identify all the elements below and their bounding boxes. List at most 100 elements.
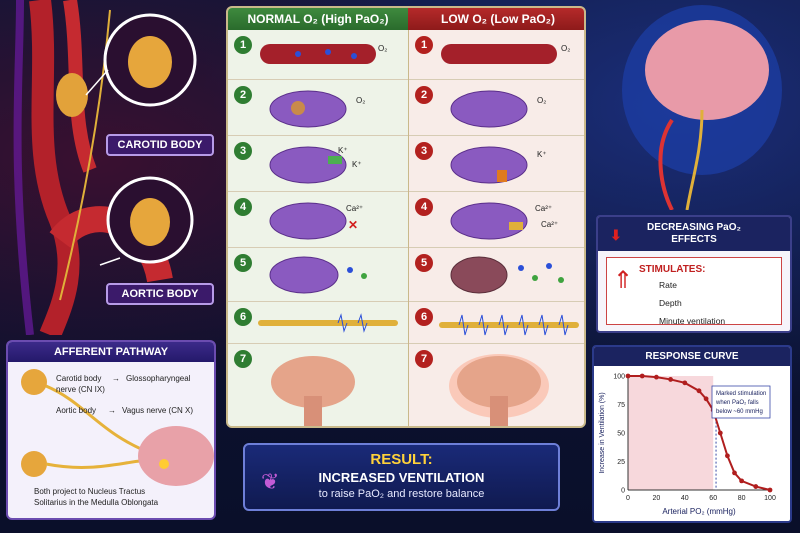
low-step-7: 7 (409, 344, 584, 426)
low-step-3: 3 K⁺ (409, 136, 584, 192)
data-point (639, 373, 645, 379)
low-step-6: 6 (409, 302, 584, 344)
low-step-4: 4 Ca²⁺ Ca²⁺ (409, 192, 584, 248)
blocked-x-icon: ✕ (348, 218, 359, 232)
annotation-box (711, 385, 771, 419)
annotation-line: when PaO₂ falls (715, 400, 759, 406)
y-tick-label: 50 (617, 431, 625, 438)
x-tick-label: 20 (653, 495, 661, 502)
glomus-cell-icon (450, 256, 564, 294)
lungs-icon: ❦ (261, 469, 280, 494)
effect-item-minute-ventilation: Minute ventilation (659, 316, 726, 326)
normal-column: 1 O₂ 2 O₂ 3 K⁺ K⁺ 4 Ca²⁺ ✕ 5 6 (228, 30, 408, 426)
afferent-title: AFFERENT PATHWAY (8, 342, 214, 362)
result-box: RESULT: INCREASED VENTILATION to raise P… (243, 443, 560, 511)
afferent-illustration (21, 369, 214, 486)
annotation-line: below ~60 mmHg (716, 409, 763, 415)
data-point (767, 487, 773, 493)
low-po2-zone (628, 376, 714, 490)
data-point (625, 373, 631, 379)
normal-step-3: 3 K⁺ K⁺ (228, 136, 408, 192)
afferent-foot-2: Solitarius in the Medulla Oblongata (34, 498, 159, 507)
effects-header: DECREASING PaO₂ EFFECTS (598, 217, 790, 251)
nerve-signal-icon (258, 313, 398, 333)
annotation-line: Marked stimulation (716, 391, 766, 397)
low-column: 1 O₂ 2 O₂ 3 K⁺ 4 Ca²⁺ Ca²⁺ 5 6 7 (408, 30, 584, 426)
x-tick-label: 100 (764, 495, 776, 502)
arrow-icon: → (108, 406, 116, 415)
data-point (732, 470, 737, 476)
x-axis-label: Arterial PO₂ (mmHg) (662, 507, 736, 516)
afferent-pathway-panel: AFFERENT PATHWAY Carotid body → Glossoph… (6, 340, 216, 520)
y-axis-label: Increase in Ventilation (%) (599, 392, 606, 473)
glomus-cell-icon (450, 202, 528, 240)
carotid-aortic-illustration (13, 0, 197, 335)
normal-column-title: NORMAL O₂ (High PaO₂) (228, 8, 408, 30)
low-column-title: LOW O₂ (Low PaO₂) (408, 8, 584, 30)
x-tick-label: 60 (709, 495, 717, 502)
vessel-icon (441, 44, 557, 64)
effects-panel: DECREASING PaO₂ EFFECTS ⬇ ⇑ STIMULATES: … (596, 215, 792, 333)
effect-item-rate: Rate (659, 280, 677, 290)
arrow-up-icon: ⇑ (613, 267, 634, 294)
data-point (717, 430, 723, 436)
data-point (696, 388, 702, 394)
glomus-cell-icon (269, 202, 347, 240)
afferent-aortic-b: Vagus nerve (CN X) (122, 406, 193, 415)
carotid-body-tag: CAROTID BODY (106, 134, 214, 156)
brainstem-icon (449, 354, 549, 426)
effects-title-1: DECREASING PaO₂ (647, 222, 741, 233)
brainstem-icon (271, 356, 355, 426)
glomus-cell-icon (269, 146, 347, 184)
nerve-signal-icon (439, 314, 579, 336)
normal-step-2: 2 O₂ (228, 80, 408, 136)
data-point (703, 396, 709, 402)
response-curve-title: RESPONSE CURVE (594, 347, 790, 366)
y-tick-label: 0 (621, 488, 625, 495)
effects-body: ⇑ STIMULATES: Rate Depth Minute ventilat… (606, 257, 782, 326)
effect-item-depth: Depth (659, 298, 682, 308)
stimulates-label: STIMULATES: (639, 264, 706, 275)
glomus-cell-icon (450, 146, 528, 184)
result-label: RESULT: (370, 451, 433, 468)
arrow-down-icon: ⬇ (610, 227, 622, 243)
data-point (725, 453, 730, 459)
vessel-icon (260, 44, 376, 64)
data-point (753, 484, 759, 489)
y-tick-label: 25 (617, 459, 625, 466)
result-sub: to raise PaO₂ and restore balance (318, 488, 485, 500)
aortic-body-tag: AORTIC BODY (106, 283, 214, 305)
glomus-cell-icon (450, 90, 528, 128)
x-tick-label: 40 (681, 495, 689, 502)
data-point (682, 380, 688, 386)
normal-step-1: 1 O₂ (228, 30, 408, 80)
afferent-carotid-b: Glossopharyngeal (126, 374, 191, 383)
x-tick-label: 0 (626, 495, 630, 502)
normal-step-4: 4 Ca²⁺ ✕ (228, 192, 408, 248)
glomus-cell-icon (269, 90, 347, 128)
effects-title-2: EFFECTS (671, 234, 717, 245)
head-brain-illustration (622, 5, 782, 210)
x-tick-label: 80 (738, 495, 746, 502)
normal-step-7: 7 (228, 344, 408, 426)
afferent-aortic-a: Aortic body (56, 406, 97, 415)
glomus-cell-icon (269, 256, 367, 294)
afferent-carotid-c: nerve (CN IX) (56, 385, 105, 394)
data-point (654, 374, 659, 380)
afferent-carotid-a: Carotid body (56, 374, 102, 383)
y-tick-label: 100 (613, 374, 625, 381)
data-point (668, 377, 673, 382)
y-tick-label: 75 (617, 402, 625, 409)
normal-step-6: 6 (228, 302, 408, 344)
low-step-5: 5 (409, 248, 584, 302)
normal-step-5: 5 (228, 248, 408, 302)
result-headline: INCREASED VENTILATION (318, 470, 485, 485)
low-step-2: 2 O₂ (409, 80, 584, 136)
comparison-panel: NORMAL O₂ (High PaO₂) LOW O₂ (Low PaO₂) … (226, 6, 586, 428)
low-step-1: 1 O₂ (409, 30, 584, 80)
afferent-foot-1: Both project to Nucleus Tractus (34, 487, 146, 496)
data-point (739, 478, 744, 484)
arrow-icon: → (112, 374, 120, 383)
